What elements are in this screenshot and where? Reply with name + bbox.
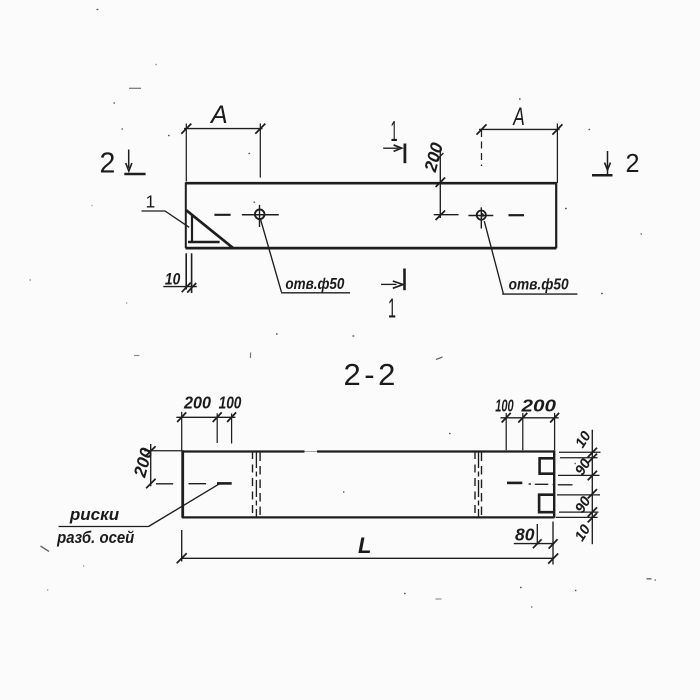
svg-text:разб. осей: разб. осей: [56, 528, 135, 547]
svg-text:10: 10: [572, 522, 594, 544]
svg-text:1: 1: [146, 192, 156, 212]
svg-text:отв.ф50: отв.ф50: [509, 277, 569, 294]
svg-text:10: 10: [573, 429, 595, 451]
svg-text:90: 90: [572, 456, 594, 478]
svg-text:2: 2: [626, 148, 640, 178]
svg-text:1: 1: [388, 293, 396, 324]
svg-text:риски: риски: [69, 505, 120, 524]
svg-text:A: A: [209, 101, 228, 129]
svg-text:200: 200: [520, 396, 556, 416]
svg-text:10: 10: [165, 271, 181, 289]
svg-text:200: 200: [183, 393, 211, 413]
svg-text:2-2: 2-2: [344, 357, 399, 392]
svg-text:80: 80: [515, 525, 535, 545]
svg-text:90: 90: [572, 494, 594, 516]
svg-text:100: 100: [495, 396, 514, 416]
svg-text:A: A: [512, 103, 525, 131]
svg-text:1: 1: [391, 116, 398, 148]
svg-text:100: 100: [219, 393, 242, 413]
svg-text:L: L: [358, 533, 371, 558]
svg-text:2: 2: [100, 147, 116, 179]
svg-text:отв.ф50: отв.ф50: [285, 276, 344, 293]
